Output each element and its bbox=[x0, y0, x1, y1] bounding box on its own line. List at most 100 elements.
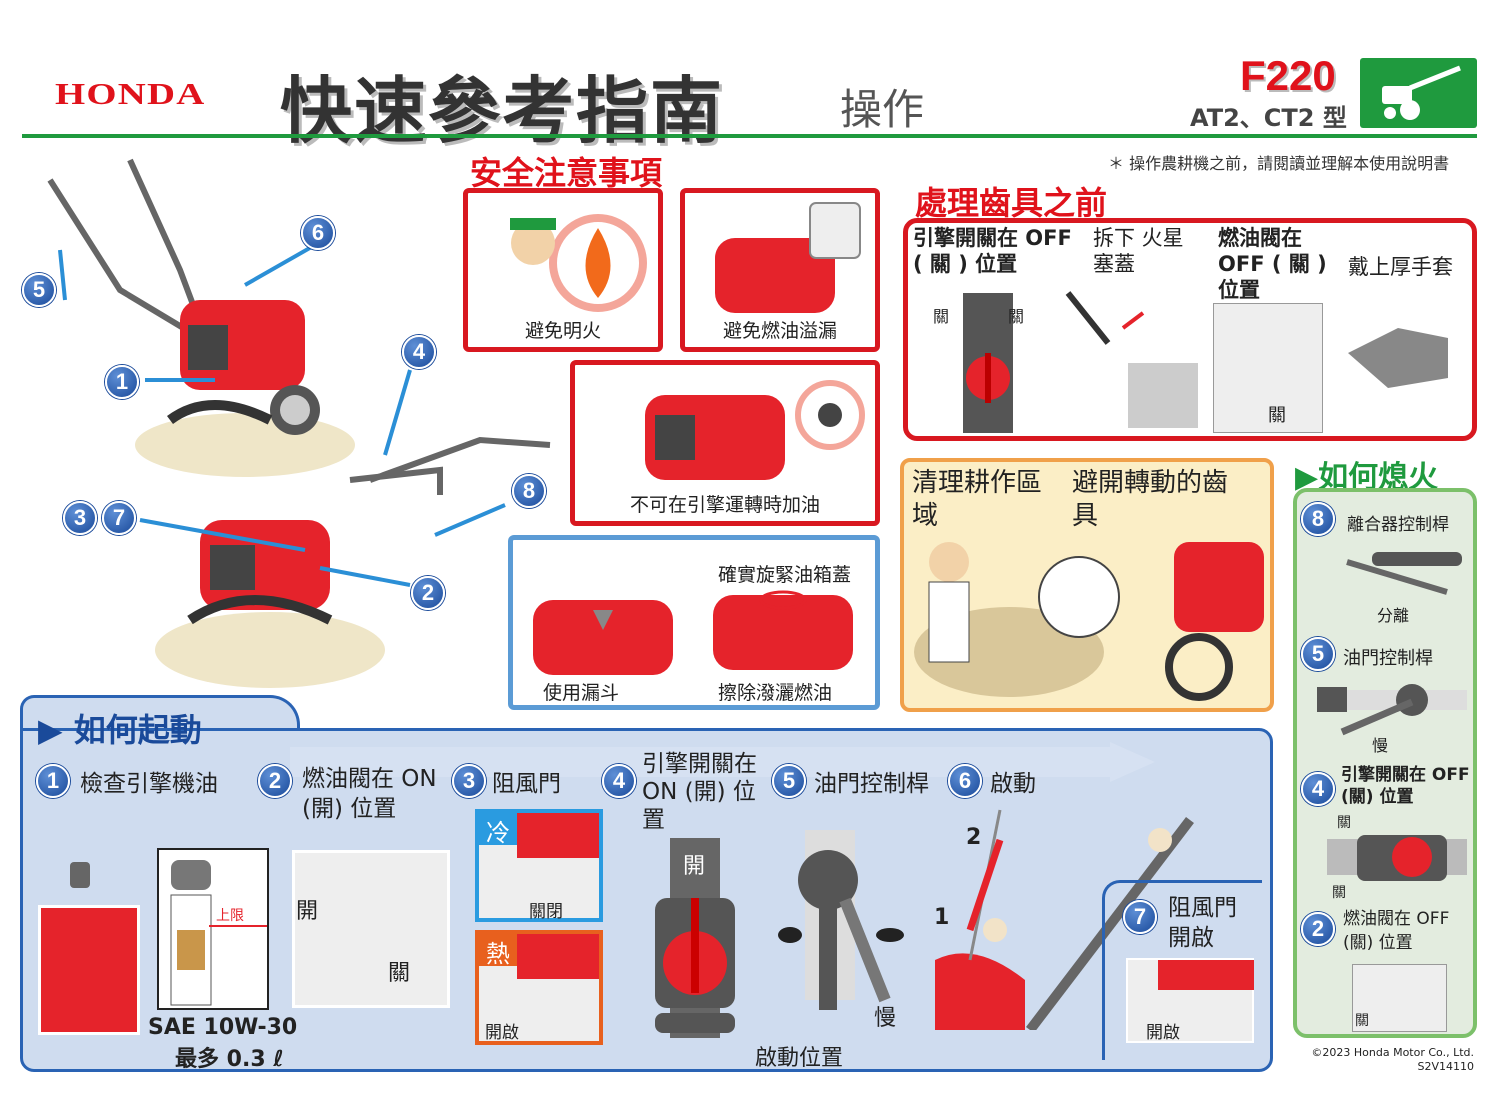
caption: 避免燃油溢漏 bbox=[722, 320, 837, 342]
callout-7: 7 bbox=[102, 501, 136, 535]
spark-plug-icon bbox=[1065, 291, 1198, 428]
off-mark: 關 bbox=[1008, 307, 1025, 326]
doc-code: S2V14110 bbox=[1417, 1060, 1475, 1073]
play-arrow-icon: ▶ bbox=[1295, 460, 1319, 495]
start-position-label: 啟動位置 bbox=[755, 1046, 844, 1071]
choke-open-illustration: 開啟 bbox=[1126, 958, 1254, 1043]
play-arrow-icon: ▶ bbox=[38, 711, 74, 749]
open-flame-icon bbox=[510, 214, 647, 312]
caption: 不可在引擎運轉時加油 bbox=[629, 494, 820, 516]
no-spill-panel: 避免燃油溢漏 bbox=[680, 188, 880, 352]
choke-hot-illustration: 熱 開啟 bbox=[475, 930, 603, 1045]
cap-tighten-icon bbox=[713, 590, 853, 670]
step-num: 1 bbox=[36, 764, 70, 798]
valve-open-label: 開 bbox=[296, 899, 319, 924]
fuel-valve-off-label: 燃油閥在 OFF (關) 位置 bbox=[1343, 909, 1450, 953]
step-num: 4 bbox=[602, 764, 636, 798]
callout-3: 3 bbox=[63, 501, 97, 535]
pull-step-1: 1 bbox=[934, 905, 950, 930]
model-types: AT2、CT2 型 bbox=[1190, 104, 1347, 132]
engine-switch-icon bbox=[963, 293, 1013, 433]
oil-grade-label: SAE 10W-30 bbox=[148, 1015, 298, 1040]
off-mark: 關 bbox=[1355, 1013, 1369, 1029]
pull-step-2: 2 bbox=[966, 825, 982, 850]
funnel-panel: 確實旋緊油箱蓋 使用漏斗 擦除潑灑燃油 bbox=[508, 535, 880, 710]
off-mark: 關 bbox=[933, 307, 950, 326]
callout-8: 8 bbox=[512, 474, 546, 508]
choke-cold-illustration: 冷 關閉 bbox=[475, 809, 603, 922]
oil-filler-illustration bbox=[38, 905, 140, 1035]
throttle-lever-label: 油門控制桿 bbox=[814, 771, 929, 797]
step-num: 7 bbox=[1123, 900, 1157, 934]
step-num: 4 bbox=[1301, 772, 1335, 806]
throttle-lever-illustration bbox=[778, 830, 904, 1010]
wipe-fuel-label: 擦除潑灑燃油 bbox=[718, 682, 833, 704]
start-title: ▶ 如何起動 bbox=[38, 711, 202, 749]
turtle-icon bbox=[876, 928, 904, 942]
slow-label: 慢 bbox=[1372, 736, 1389, 755]
oil-quantity-label: 最多 0.3 ℓ bbox=[175, 1047, 284, 1072]
fuel-can-icon bbox=[715, 202, 861, 313]
engine-cover bbox=[517, 934, 599, 979]
remove-plug-cap-label: 拆下 火星塞蓋 bbox=[1093, 226, 1184, 276]
callout-2: 2 bbox=[411, 576, 445, 610]
off-mark: 關 bbox=[1332, 885, 1346, 901]
oil-cap-icon bbox=[70, 862, 90, 888]
engine-off-label: 引擎開關在 OFF ( 關 ) 位置 bbox=[913, 226, 1072, 276]
hot-label: 熱 bbox=[479, 934, 517, 968]
step-num: 6 bbox=[948, 764, 982, 798]
engine-cover bbox=[1158, 960, 1254, 990]
wear-gloves-label: 戴上厚手套 bbox=[1348, 255, 1453, 279]
engine-switch-on-label: 引擎開關在 ON (開) 位置 bbox=[642, 751, 757, 833]
use-funnel-label: 使用漏斗 bbox=[543, 682, 620, 704]
fuel-valve-on-label: 燃油閥在 ON (開) 位置 bbox=[302, 766, 437, 822]
step7-frame bbox=[1102, 880, 1262, 1060]
step-num: 2 bbox=[258, 764, 292, 798]
stop-panel: 8 離合器控制桿 分離 5 油門控制桿 慢 4 引擎開關在 OFF (關) 位置… bbox=[1293, 488, 1477, 1038]
header-divider bbox=[22, 134, 1477, 138]
fuel-valve-illustration bbox=[292, 850, 450, 1008]
fuel-valve-off-label: 燃油閥在 OFF ( 關 ) 位置 bbox=[1218, 226, 1327, 302]
choke-label: 阻風門 bbox=[492, 771, 561, 797]
clean-area-panel: 清理耕作區域 避開轉動的齒具 bbox=[900, 458, 1274, 712]
fuel-valve-icon bbox=[1213, 303, 1323, 433]
fuel-valve-icon bbox=[1352, 964, 1447, 1032]
open-state-label: 開啟 bbox=[1146, 1023, 1180, 1043]
choke-closed-label: 關閉 bbox=[529, 902, 563, 922]
avoid-tines-label: 避開轉動的齒具 bbox=[1072, 468, 1229, 531]
slow-label: 慢 bbox=[874, 1006, 897, 1031]
tighten-cap-label: 確實旋緊油箱蓋 bbox=[718, 564, 852, 586]
tiller-icon bbox=[1360, 58, 1477, 128]
clear-area-label: 清理耕作區域 bbox=[912, 468, 1043, 531]
upper-limit-label: 上限 bbox=[216, 908, 244, 924]
caption: 避免明火 bbox=[524, 320, 601, 342]
step-num: 3 bbox=[452, 764, 486, 798]
footer: ©2023 Honda Motor Co., Ltd. S2V14110 bbox=[1300, 1046, 1474, 1074]
callout-1: 1 bbox=[105, 365, 139, 399]
tiller-illustration bbox=[47, 158, 551, 688]
safety-title: 安全注意事項 bbox=[470, 154, 663, 192]
engine-cover bbox=[517, 813, 599, 858]
manual-note: ＊ 操作農耕機之前，請閱讀並理解本使用說明書 bbox=[1108, 154, 1450, 173]
engine-running-icon bbox=[645, 380, 865, 480]
model-name: F220 bbox=[1240, 52, 1336, 99]
dipstick-detail bbox=[157, 848, 269, 1010]
choke-open-label: 阻風門開啟 bbox=[1168, 895, 1237, 951]
recoil-start-illustration bbox=[935, 809, 1194, 1030]
glove-icon bbox=[1348, 328, 1448, 388]
off-mark: 關 bbox=[1268, 405, 1286, 426]
throttle-lever-icon bbox=[1317, 682, 1467, 741]
clean-area-illustration bbox=[914, 542, 1264, 701]
rabbit-icon bbox=[778, 927, 802, 943]
throttle-lever-label: 油門控制桿 bbox=[1343, 648, 1433, 669]
switch-open-label: 開 bbox=[683, 854, 706, 879]
step-num: 2 bbox=[1301, 912, 1335, 946]
callout-4: 4 bbox=[402, 335, 436, 369]
callout-5: 5 bbox=[22, 273, 56, 307]
page-title: 快速參考指南 bbox=[280, 69, 725, 153]
off-mark: 關 bbox=[1337, 815, 1351, 831]
cold-label: 冷 bbox=[479, 813, 517, 847]
steps-arrow-banner bbox=[290, 742, 1155, 782]
funnel-icon bbox=[533, 600, 673, 675]
engine-switch-on-illustration bbox=[655, 838, 735, 1038]
